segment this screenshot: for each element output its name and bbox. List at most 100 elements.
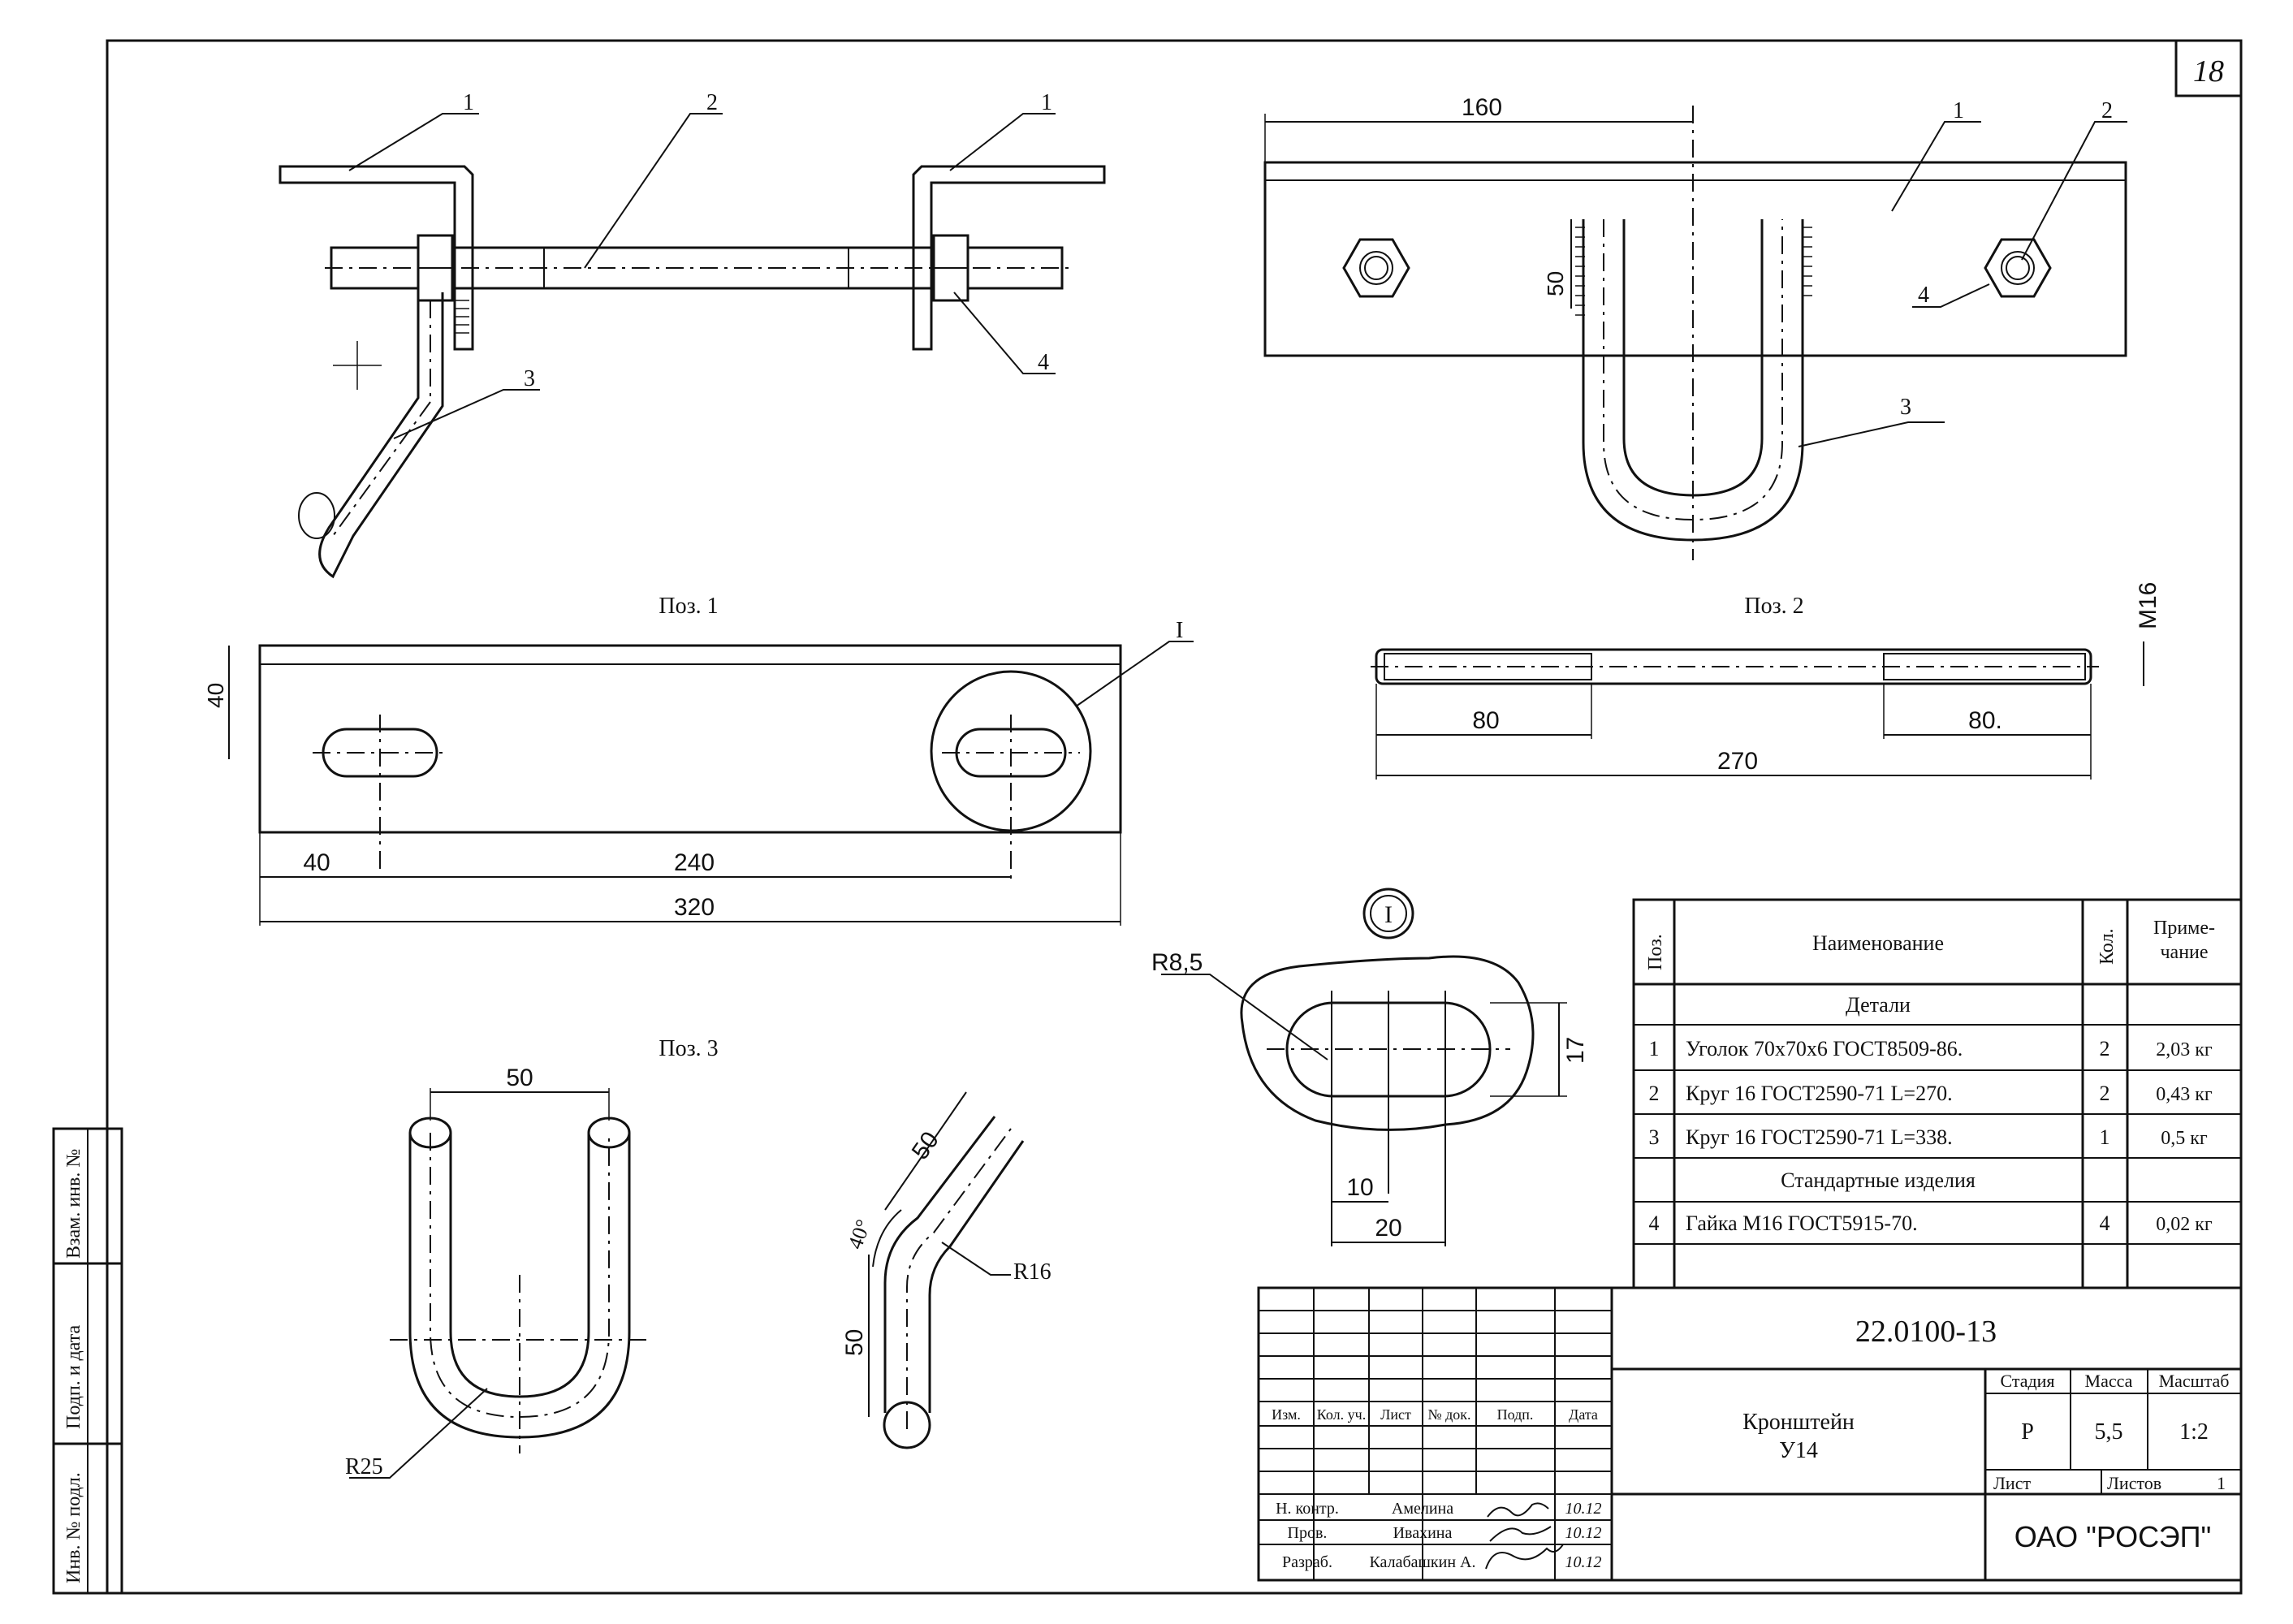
stamp-inv-orig: Инв. № подл.	[63, 1472, 84, 1583]
spec-row-qty: 2	[2100, 1082, 2110, 1105]
pos1-part-drawing: I 40 40 240 320	[203, 618, 1194, 926]
tb-col-doc: № док.	[1427, 1406, 1470, 1423]
pos2-part-drawing: M16 80 80. 270	[1371, 582, 2161, 780]
dim-pos1-40: 40	[303, 849, 330, 876]
dim-pos2-270: 270	[1717, 748, 1758, 775]
signature-3	[1485, 1544, 1564, 1570]
tb-stage-label: Стадия	[2000, 1371, 2054, 1391]
dim-detail-20: 20	[1375, 1215, 1401, 1242]
callout-front-4: 4	[1038, 350, 1049, 375]
tb-stage: Р	[2021, 1419, 2034, 1445]
tb-date: 10.12	[1565, 1553, 1602, 1571]
dim-pos1-40-height: 40	[203, 683, 228, 708]
tb-role: Разраб.	[1282, 1553, 1332, 1571]
callout-top-1: 1	[1953, 98, 1964, 123]
spec-header-pos: Поз.	[1645, 934, 1666, 970]
tb-scale: 1:2	[2179, 1419, 2209, 1445]
dim-bent-50-bottom: 50	[841, 1329, 868, 1356]
dim-bent-angle: 40°	[843, 1216, 875, 1252]
tb-role: Н. контр.	[1276, 1500, 1339, 1518]
dim-top-50: 50	[1543, 271, 1568, 296]
dim-detail-r85: R8,5	[1151, 949, 1203, 976]
tb-col-kol: Кол. уч.	[1317, 1406, 1366, 1423]
title-block: Изм. Кол. уч. Лист № док. Подп. Дата Н. …	[1257, 1286, 2243, 1582]
spec-row-note: 0,5 кг	[2161, 1128, 2208, 1149]
spec-header-name: Наименование	[1812, 931, 1944, 955]
dim-top-160: 160	[1462, 94, 1502, 121]
callout-top-2: 2	[2101, 98, 2113, 123]
tb-person: Калабашкин А.	[1369, 1553, 1475, 1571]
dim-pos1-240: 240	[674, 849, 715, 876]
spec-row-name: Уголок 70х70х6 ГОСТ8509-86.	[1686, 1037, 1963, 1060]
stamp-inv-replace: Взам. инв. №	[63, 1149, 84, 1259]
tb-mass: 5,5	[2095, 1419, 2123, 1445]
sheet-number: 18	[2193, 54, 2224, 89]
tb-person: Ивахина	[1393, 1524, 1453, 1542]
spec-row-name: Круг 16 ГОСТ2590-71 L=270.	[1686, 1082, 1953, 1105]
tb-person: Амелина	[1392, 1500, 1453, 1518]
top-view-assembly: 160 50 1 2 4	[1263, 94, 2127, 560]
tb-org: ОАО "РОСЭП"	[2014, 1520, 2212, 1553]
pos2-label: Поз. 2	[1744, 594, 1803, 619]
tb-col-izm: Изм.	[1272, 1406, 1301, 1423]
side-stamp: Взам. инв. № Подп. и дата Инв. № подл.	[52, 1127, 123, 1595]
spec-row-pos: 2	[1649, 1082, 1660, 1105]
tb-col-date: Дата	[1569, 1406, 1598, 1423]
spec-row: 4 Гайка М16 ГОСТ5915-70. 4 0,02 кг	[1649, 1212, 2213, 1235]
dim-pos2-80-left: 80	[1472, 707, 1499, 734]
tb-col-sign: Подп.	[1497, 1406, 1534, 1423]
tb-title-1: Кронштейн	[1742, 1410, 1855, 1435]
pos3-ubolt-drawing: 50 R25	[345, 1065, 650, 1479]
spec-row: 3 Круг 16 ГОСТ2590-71 L=338. 1 0,5 кг	[1649, 1125, 2208, 1149]
spec-row-qty: 4	[2100, 1212, 2110, 1235]
spec-row-note: 0,02 кг	[2156, 1214, 2213, 1235]
spec-row-note: 2,03 кг	[2156, 1039, 2213, 1060]
callout-top-4: 4	[1918, 283, 1929, 308]
dim-pos2-80-right: 80.	[1968, 707, 2002, 734]
front-view-assembly: 1 2 1 4 3	[279, 90, 1106, 579]
tb-scale-label: Масштаб	[2159, 1371, 2230, 1391]
tb-date: 10.12	[1565, 1524, 1602, 1542]
sheet-number-box	[2174, 39, 2243, 97]
tb-doc-code: 22.0100-13	[1855, 1315, 1997, 1349]
spec-row-note: 0,43 кг	[2156, 1084, 2213, 1105]
dim-detail-10: 10	[1346, 1174, 1373, 1201]
spec-row-name: Гайка М16 ГОСТ5915-70.	[1686, 1212, 1918, 1235]
spec-header-note: Приме-	[2153, 918, 2215, 939]
spec-section-standard: Стандартные изделия	[1781, 1168, 1976, 1192]
callout-front-1b: 1	[1041, 90, 1052, 115]
spec-row: 2 Круг 16 ГОСТ2590-71 L=270. 2 0,43 кг	[1649, 1082, 2213, 1105]
spec-row-pos: 3	[1649, 1125, 1660, 1149]
pos1-label: Поз. 1	[659, 594, 718, 619]
tb-role: Пров.	[1288, 1524, 1328, 1542]
tb-date: 10.12	[1565, 1500, 1602, 1518]
spec-row-pos: 4	[1649, 1212, 1660, 1235]
dim-pos3-r25: R25	[345, 1454, 383, 1479]
spec-row-qty: 1	[2100, 1125, 2110, 1149]
detail-circle-label: I	[1384, 901, 1393, 928]
spec-table: Поз. Наименование Кол. Приме- чание Дета…	[1632, 898, 2243, 1289]
callout-front-3: 3	[524, 366, 535, 391]
dim-detail-17: 17	[1562, 1037, 1589, 1064]
tb-sheets: 1	[2217, 1473, 2226, 1493]
tb-sheets-label: Листов	[2107, 1473, 2161, 1493]
tb-col-list: Лист	[1380, 1406, 1411, 1423]
spec-row-qty: 2	[2100, 1037, 2110, 1060]
outer-frame	[106, 39, 2243, 1595]
callout-front-2: 2	[706, 90, 718, 115]
spec-row-name: Круг 16 ГОСТ2590-71 L=338.	[1686, 1125, 1953, 1149]
bent-bar-drawing: 50 50 40° R16	[841, 1091, 1051, 1449]
pos1-detail-callout: I	[1176, 618, 1183, 643]
signature-2	[1489, 1526, 1552, 1542]
spec-row: 1 Уголок 70х70х6 ГОСТ8509-86. 2 2,03 кг	[1649, 1037, 2213, 1060]
signature-1	[1487, 1502, 1549, 1518]
tb-title-2: У14	[1779, 1438, 1818, 1463]
callout-front-1a: 1	[463, 90, 474, 115]
pos3-label: Поз. 3	[659, 1036, 718, 1061]
tb-sheet-label: Лист	[1993, 1473, 2031, 1493]
spec-section-details: Детали	[1846, 993, 1911, 1017]
spec-header-note-2: чание	[2160, 942, 2208, 963]
dim-pos2-m16: M16	[2135, 582, 2161, 629]
spec-row-pos: 1	[1649, 1037, 1660, 1060]
